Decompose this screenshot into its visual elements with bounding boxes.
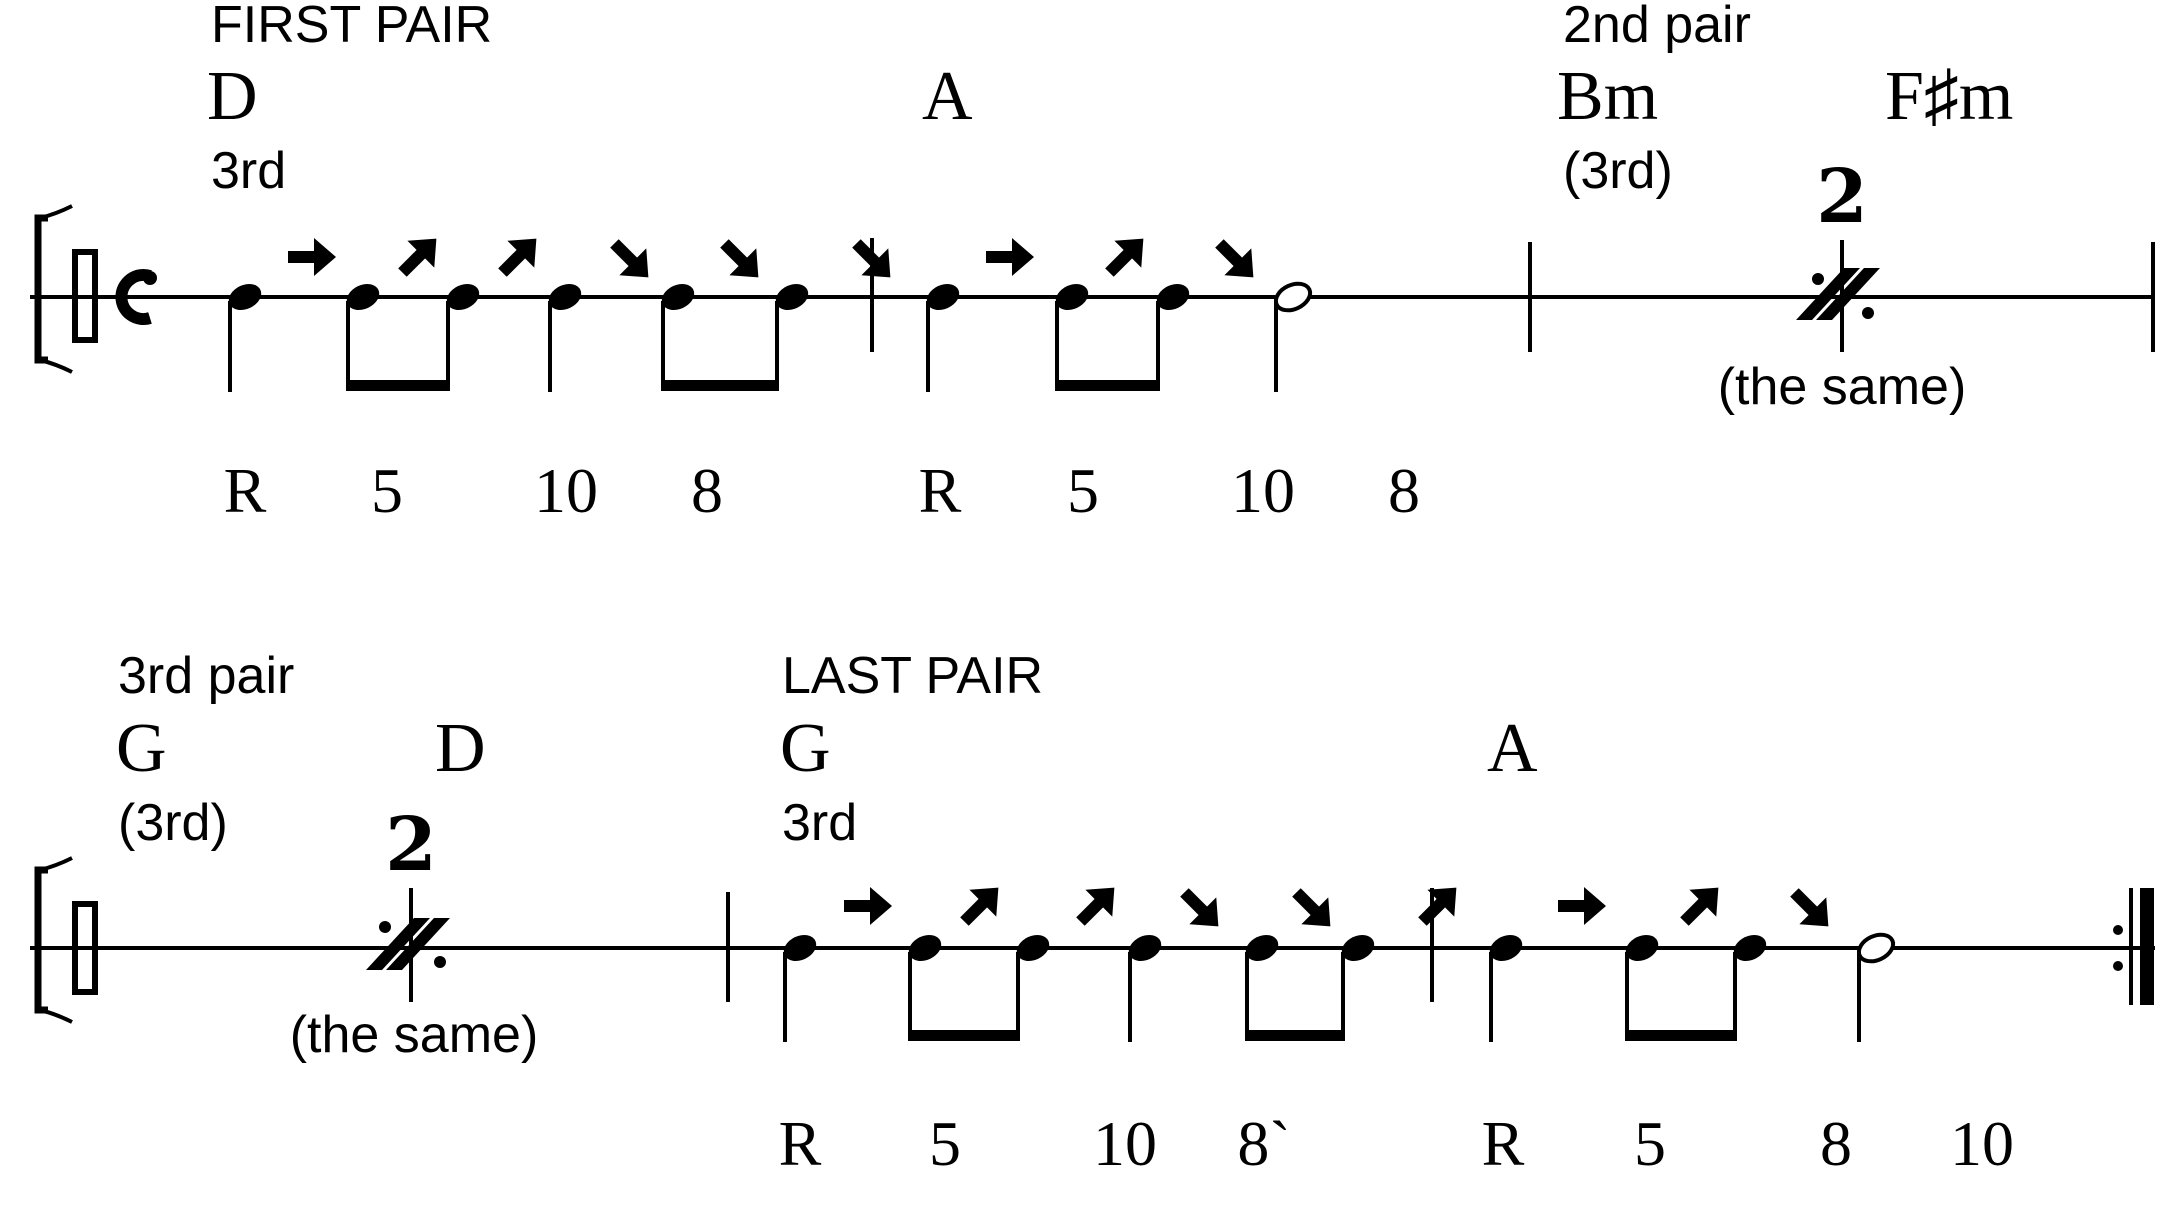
measure-repeat-sign: 2 (the same) <box>290 802 539 1064</box>
degree-label: 8 <box>691 455 723 526</box>
note-eighth <box>1733 934 1767 962</box>
repeat-count: 2 <box>1816 154 1868 240</box>
note-eighth <box>346 283 380 311</box>
note-eighth <box>1625 934 1659 962</box>
position-3rd-parenthesized: (3rd) <box>118 794 228 852</box>
arrow-up-right-icon <box>1409 874 1470 935</box>
note-eighth <box>1016 934 1050 962</box>
arrow-up-right-icon <box>1096 225 1157 286</box>
eighth-beam <box>1245 1030 1345 1041</box>
note-quarter <box>548 283 582 311</box>
common-time-signature <box>115 269 157 325</box>
chord-a: A <box>922 58 973 135</box>
system-1: FIRST PAIR 2nd pair D A Bm F♯m 3rd (3rd) <box>30 0 2155 526</box>
eighth-beam <box>346 380 450 391</box>
eighth-beam <box>908 1030 1020 1041</box>
degree-label: 10 <box>1093 1108 1157 1179</box>
arrow-up-right-icon <box>1671 874 1732 935</box>
note-eighth <box>1245 934 1279 962</box>
degree-label: R <box>919 455 962 526</box>
strum-arrows <box>844 874 1842 940</box>
position-3rd: 3rd <box>211 142 286 200</box>
scale-degrees: R 5 10 8 R 5 10 8 <box>224 455 1420 526</box>
first-pair-heading: FIRST PAIR <box>211 0 492 54</box>
arrow-down-right-icon <box>1283 879 1344 940</box>
degree-label: 10 <box>1950 1108 2014 1179</box>
repeat-count: 2 <box>385 802 437 888</box>
arrow-up-right-icon <box>389 225 450 286</box>
note-quarter <box>1489 934 1523 962</box>
strum-arrows <box>288 225 1267 291</box>
degree-label: 10 <box>1231 455 1295 526</box>
rhythm-notes <box>783 888 1896 1042</box>
eighth-beam <box>1625 1030 1737 1041</box>
note-half <box>1273 281 1313 313</box>
arrow-right-icon <box>288 238 336 276</box>
arrow-down-right-icon <box>1206 230 1267 291</box>
arrow-right-icon <box>986 238 1034 276</box>
arrow-right-icon <box>844 887 892 925</box>
note-quarter <box>228 283 262 311</box>
arrow-down-right-icon <box>1781 879 1842 940</box>
arrow-right-icon <box>1558 887 1606 925</box>
degree-label: 5 <box>1067 455 1099 526</box>
percussion-clef <box>72 249 98 343</box>
rhythm-notes <box>228 238 1313 392</box>
eighth-beam <box>661 380 779 391</box>
end-repeat-barline <box>2113 888 2154 1005</box>
note-quarter <box>1128 934 1162 962</box>
note-eighth <box>775 283 809 311</box>
degree-label: 8 <box>1820 1108 1852 1179</box>
arrow-up-right-icon <box>489 225 550 286</box>
degree-label: 8` <box>1237 1108 1290 1179</box>
degree-label: 8 <box>1388 455 1420 526</box>
note-eighth <box>661 283 695 311</box>
scale-degrees: R 5 10 8` R 5 8 10 <box>779 1108 2014 1179</box>
repeat-caption: (the same) <box>1718 358 1967 416</box>
degree-label: 5 <box>371 455 403 526</box>
note-eighth <box>1156 283 1190 311</box>
position-3rd-parenthesized: (3rd) <box>1563 142 1673 200</box>
system-bracket <box>34 856 73 1024</box>
note-eighth <box>446 283 480 311</box>
note-eighth <box>908 934 942 962</box>
chord-d: D <box>435 710 486 787</box>
note-quarter <box>926 283 960 311</box>
note-quarter <box>783 934 817 962</box>
chord-bm: Bm <box>1557 58 1658 135</box>
note-eighth <box>1341 934 1375 962</box>
second-pair-heading: 2nd pair <box>1563 0 1751 54</box>
degree-label: 5 <box>929 1108 961 1179</box>
arrow-up-right-icon <box>951 874 1012 935</box>
chord-g: G <box>780 710 831 787</box>
degree-label: R <box>1482 1108 1525 1179</box>
eighth-beam <box>1055 380 1160 391</box>
degree-label: 10 <box>534 455 598 526</box>
percussion-clef <box>72 901 98 995</box>
degree-label: R <box>224 455 267 526</box>
arrow-down-right-icon <box>711 230 772 291</box>
chord-fsharp-m: F♯m <box>1885 58 2013 135</box>
position-3rd: 3rd <box>782 794 857 852</box>
last-pair-heading: LAST PAIR <box>782 647 1043 705</box>
system-bracket <box>34 204 73 374</box>
arrow-down-right-icon <box>601 230 662 291</box>
repeat-caption: (the same) <box>290 1006 539 1064</box>
degree-label: 5 <box>1634 1108 1666 1179</box>
system-2: 3rd pair LAST PAIR G D G A (3rd) 3rd 2 <box>30 647 2155 1179</box>
measure-repeat-sign: 2 (the same) <box>1718 154 1967 416</box>
note-half <box>1856 932 1896 964</box>
note-eighth <box>1055 283 1089 311</box>
arrow-down-right-icon <box>1171 879 1232 940</box>
degree-label: R <box>779 1108 822 1179</box>
chord-g: G <box>116 710 167 787</box>
chord-a: A <box>1487 710 1538 787</box>
arrow-up-right-icon <box>1067 874 1128 935</box>
chord-d: D <box>207 58 258 135</box>
third-pair-heading: 3rd pair <box>118 647 294 705</box>
